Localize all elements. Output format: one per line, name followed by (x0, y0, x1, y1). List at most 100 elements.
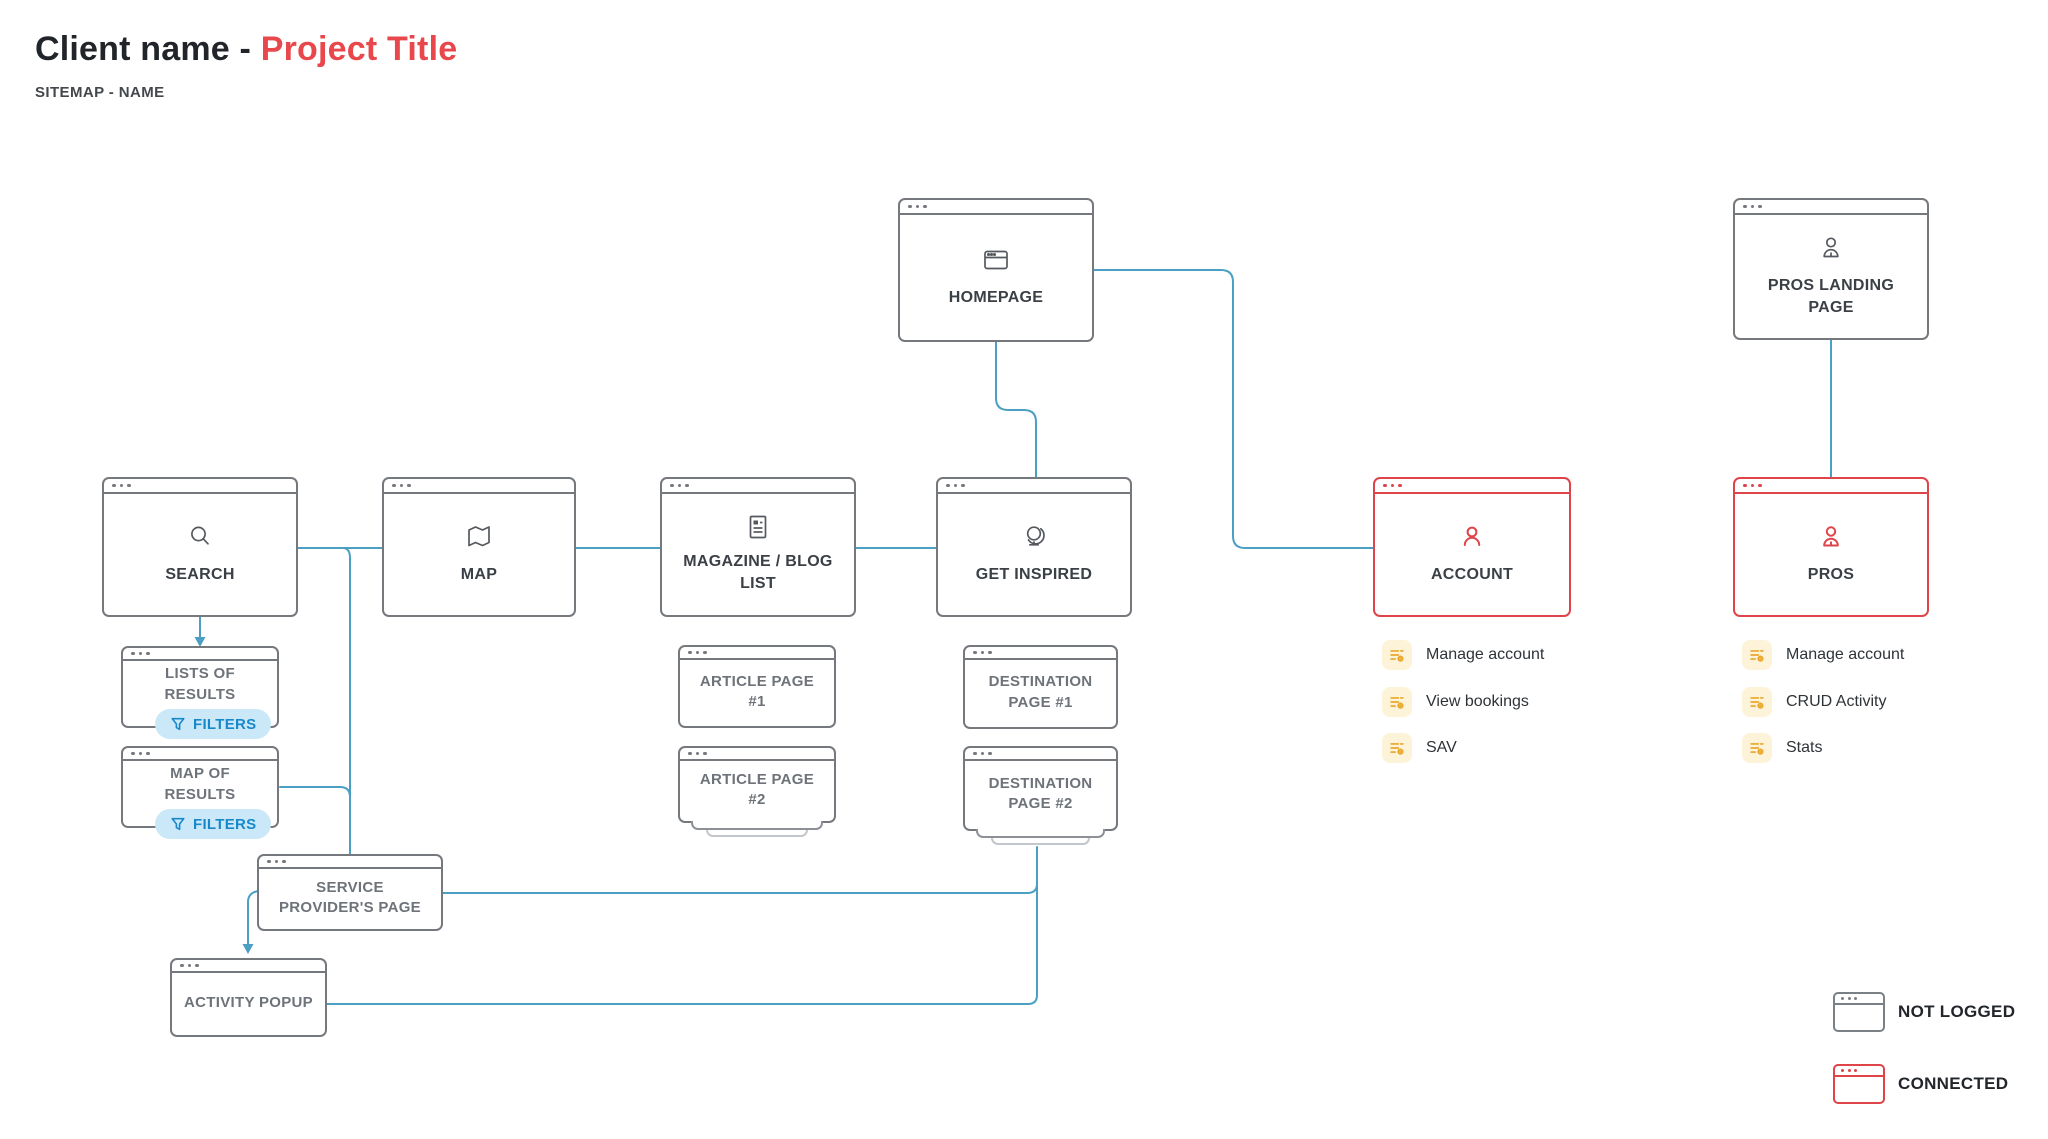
list-settings-icon (1742, 640, 1772, 670)
node-label: DESTINATION PAGE #1 (988, 673, 1093, 711)
legend-label: CONNECTED (1898, 1074, 2009, 1093)
node-activity-popup[interactable]: ACTIVITY POPUP (170, 958, 327, 1037)
window-titlebar (1735, 479, 1927, 494)
window-dots-icon (131, 751, 150, 756)
node-label: ACCOUNT (1430, 565, 1514, 583)
window-titlebar (172, 960, 325, 973)
list-settings-icon (1742, 733, 1772, 763)
legend-connected: CONNECTED (1833, 1064, 2008, 1104)
search-icon (185, 522, 215, 552)
window-dots-icon (908, 204, 927, 209)
not-logged-window-icon (1833, 992, 1885, 1032)
node-service-providers-page[interactable]: SERVICE PROVIDER'S PAGE (257, 854, 443, 931)
feature-label: Stats (1786, 739, 1823, 756)
window-dots-icon (267, 859, 286, 864)
article-icon (743, 512, 773, 542)
node-label: ACTIVITY POPUP (184, 993, 313, 1011)
person-icon (1457, 522, 1487, 552)
window-dots-icon (1383, 483, 1402, 488)
page-subtitle: SITEMAP - NAME (35, 84, 165, 101)
filter-funnel-icon (170, 716, 186, 732)
account-feature-manage-account: Manage account (1382, 640, 1544, 670)
feature-label: Manage account (1786, 646, 1905, 663)
window-titlebar (1375, 479, 1569, 494)
client-name: Client name - (35, 30, 261, 68)
node-label: MAP OF RESULTS (164, 765, 236, 803)
list-settings-icon (1382, 640, 1412, 670)
page-title: Client name - Project Title (35, 30, 457, 69)
pros-feature-stats: Stats (1742, 733, 1822, 763)
node-account[interactable]: ACCOUNT (1373, 477, 1571, 617)
node-pros-landing-page[interactable]: PROS LANDING PAGE (1733, 198, 1929, 340)
node-label: ARTICLE PAGE #1 (699, 672, 815, 710)
node-label: HOMEPAGE (948, 288, 1044, 306)
window-dots-icon (112, 483, 131, 488)
map-icon (464, 522, 494, 552)
window-titlebar (104, 479, 296, 494)
node-label: DESTINATION PAGE #2 (988, 774, 1093, 812)
list-settings-icon (1382, 733, 1412, 763)
window-dots-icon (973, 650, 992, 655)
window-dots-icon (973, 751, 992, 756)
window-titlebar (900, 200, 1092, 215)
feature-label: SAV (1426, 739, 1457, 756)
node-search[interactable]: SEARCH (102, 477, 298, 617)
project-title: Project Title (260, 30, 458, 68)
window-dots-icon (688, 751, 707, 756)
node-homepage[interactable]: HOMEPAGE (898, 198, 1094, 342)
stacked-page-layer (976, 829, 1105, 838)
node-get-inspired[interactable]: GET INSPIRED (936, 477, 1132, 617)
globe-icon (1019, 522, 1049, 552)
window-titlebar (123, 648, 277, 661)
window-titlebar (384, 479, 574, 494)
stacked-page-layer (991, 838, 1090, 845)
window-titlebar (680, 748, 834, 761)
node-lists-of-results[interactable]: LISTS OF RESULTS FILTERS (121, 646, 279, 739)
node-label: SEARCH (165, 565, 235, 583)
node-article-page-1[interactable]: ARTICLE PAGE #1 (678, 645, 836, 728)
filters-chip[interactable]: FILTERS (155, 809, 272, 839)
window-dots-icon (670, 483, 689, 488)
filters-label: FILTERS (193, 715, 257, 733)
node-pros[interactable]: PROS (1733, 477, 1929, 617)
account-feature-view-bookings: View bookings (1382, 687, 1529, 717)
window-dots-icon (180, 963, 199, 968)
window-dots-icon (946, 483, 965, 488)
node-label: SERVICE PROVIDER'S PAGE (279, 878, 421, 916)
node-map[interactable]: MAP (382, 477, 576, 617)
window-titlebar (938, 479, 1130, 494)
connected-window-icon (1833, 1064, 1885, 1104)
person-icon (1816, 522, 1846, 552)
window-dots-icon (1743, 483, 1762, 488)
list-settings-icon (1382, 687, 1412, 717)
window-dots-icon (1743, 204, 1762, 209)
feature-label: CRUD Activity (1786, 693, 1887, 710)
node-article-page-2[interactable]: ARTICLE PAGE #2 (678, 746, 836, 837)
window-titlebar (259, 856, 441, 869)
filter-funnel-icon (170, 816, 186, 832)
account-feature-sav: SAV (1382, 733, 1457, 763)
node-map-of-results[interactable]: MAP OF RESULTS FILTERS (121, 746, 279, 839)
node-destination-page-1[interactable]: DESTINATION PAGE #1 (963, 645, 1118, 729)
filters-chip[interactable]: FILTERS (155, 709, 272, 739)
feature-label: Manage account (1426, 646, 1545, 663)
node-label: MAGAZINE / BLOG LIST (683, 553, 833, 592)
stacked-page-layer (706, 830, 808, 837)
stacked-page-layer (691, 821, 823, 830)
node-label: MAP (460, 565, 498, 583)
node-label: LISTS OF RESULTS (164, 665, 236, 703)
pros-feature-manage-account: Manage account (1742, 640, 1904, 670)
window-dots-icon (131, 651, 150, 656)
node-label: ARTICLE PAGE #2 (699, 770, 815, 808)
pros-feature-crud-activity: CRUD Activity (1742, 687, 1886, 717)
node-label: PROS LANDING PAGE (1767, 276, 1895, 316)
window-titlebar (965, 748, 1116, 761)
browser-window-icon (981, 245, 1011, 275)
window-dots-icon (392, 483, 411, 488)
window-titlebar (123, 748, 277, 761)
node-magazine-blog-list[interactable]: MAGAZINE / BLOG LIST (660, 477, 856, 617)
node-destination-page-2[interactable]: DESTINATION PAGE #2 (963, 746, 1118, 845)
legend-label: NOT LOGGED (1898, 1002, 2016, 1021)
